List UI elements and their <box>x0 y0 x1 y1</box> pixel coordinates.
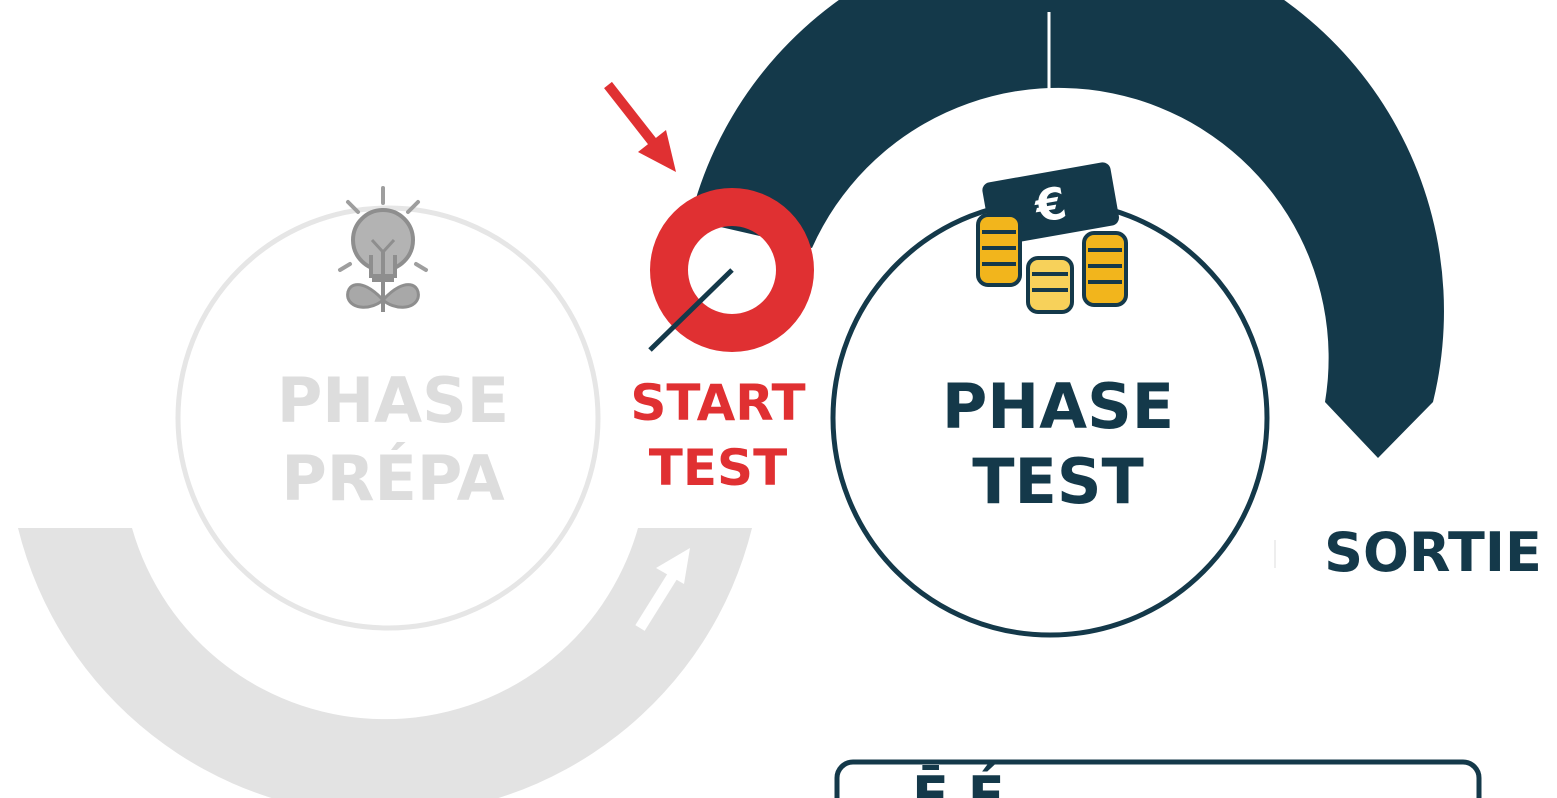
test-title-line1: PHASE <box>942 370 1174 443</box>
bottom-box-text: Ē É <box>912 765 1005 798</box>
prep-circle <box>175 205 601 631</box>
euro-bill-coins-icon: € <box>976 162 1128 314</box>
lightbulb-plant-icon <box>338 186 428 312</box>
red-arrow-icon <box>604 81 676 172</box>
start-title-line1: START <box>630 374 805 432</box>
prep-arc <box>18 528 752 798</box>
exit-label: SORTIE <box>1324 521 1542 584</box>
prep-title-line2: PRÉPA <box>281 442 504 515</box>
white-arrow-icon <box>635 548 690 631</box>
start-title-line2: TEST <box>649 439 787 497</box>
test-arc <box>690 0 1444 458</box>
red-ring-marker-icon <box>648 188 814 352</box>
bottom-box <box>834 759 1482 798</box>
test-title-line2: TEST <box>972 445 1144 518</box>
prep-title-line1: PHASE <box>277 364 509 437</box>
